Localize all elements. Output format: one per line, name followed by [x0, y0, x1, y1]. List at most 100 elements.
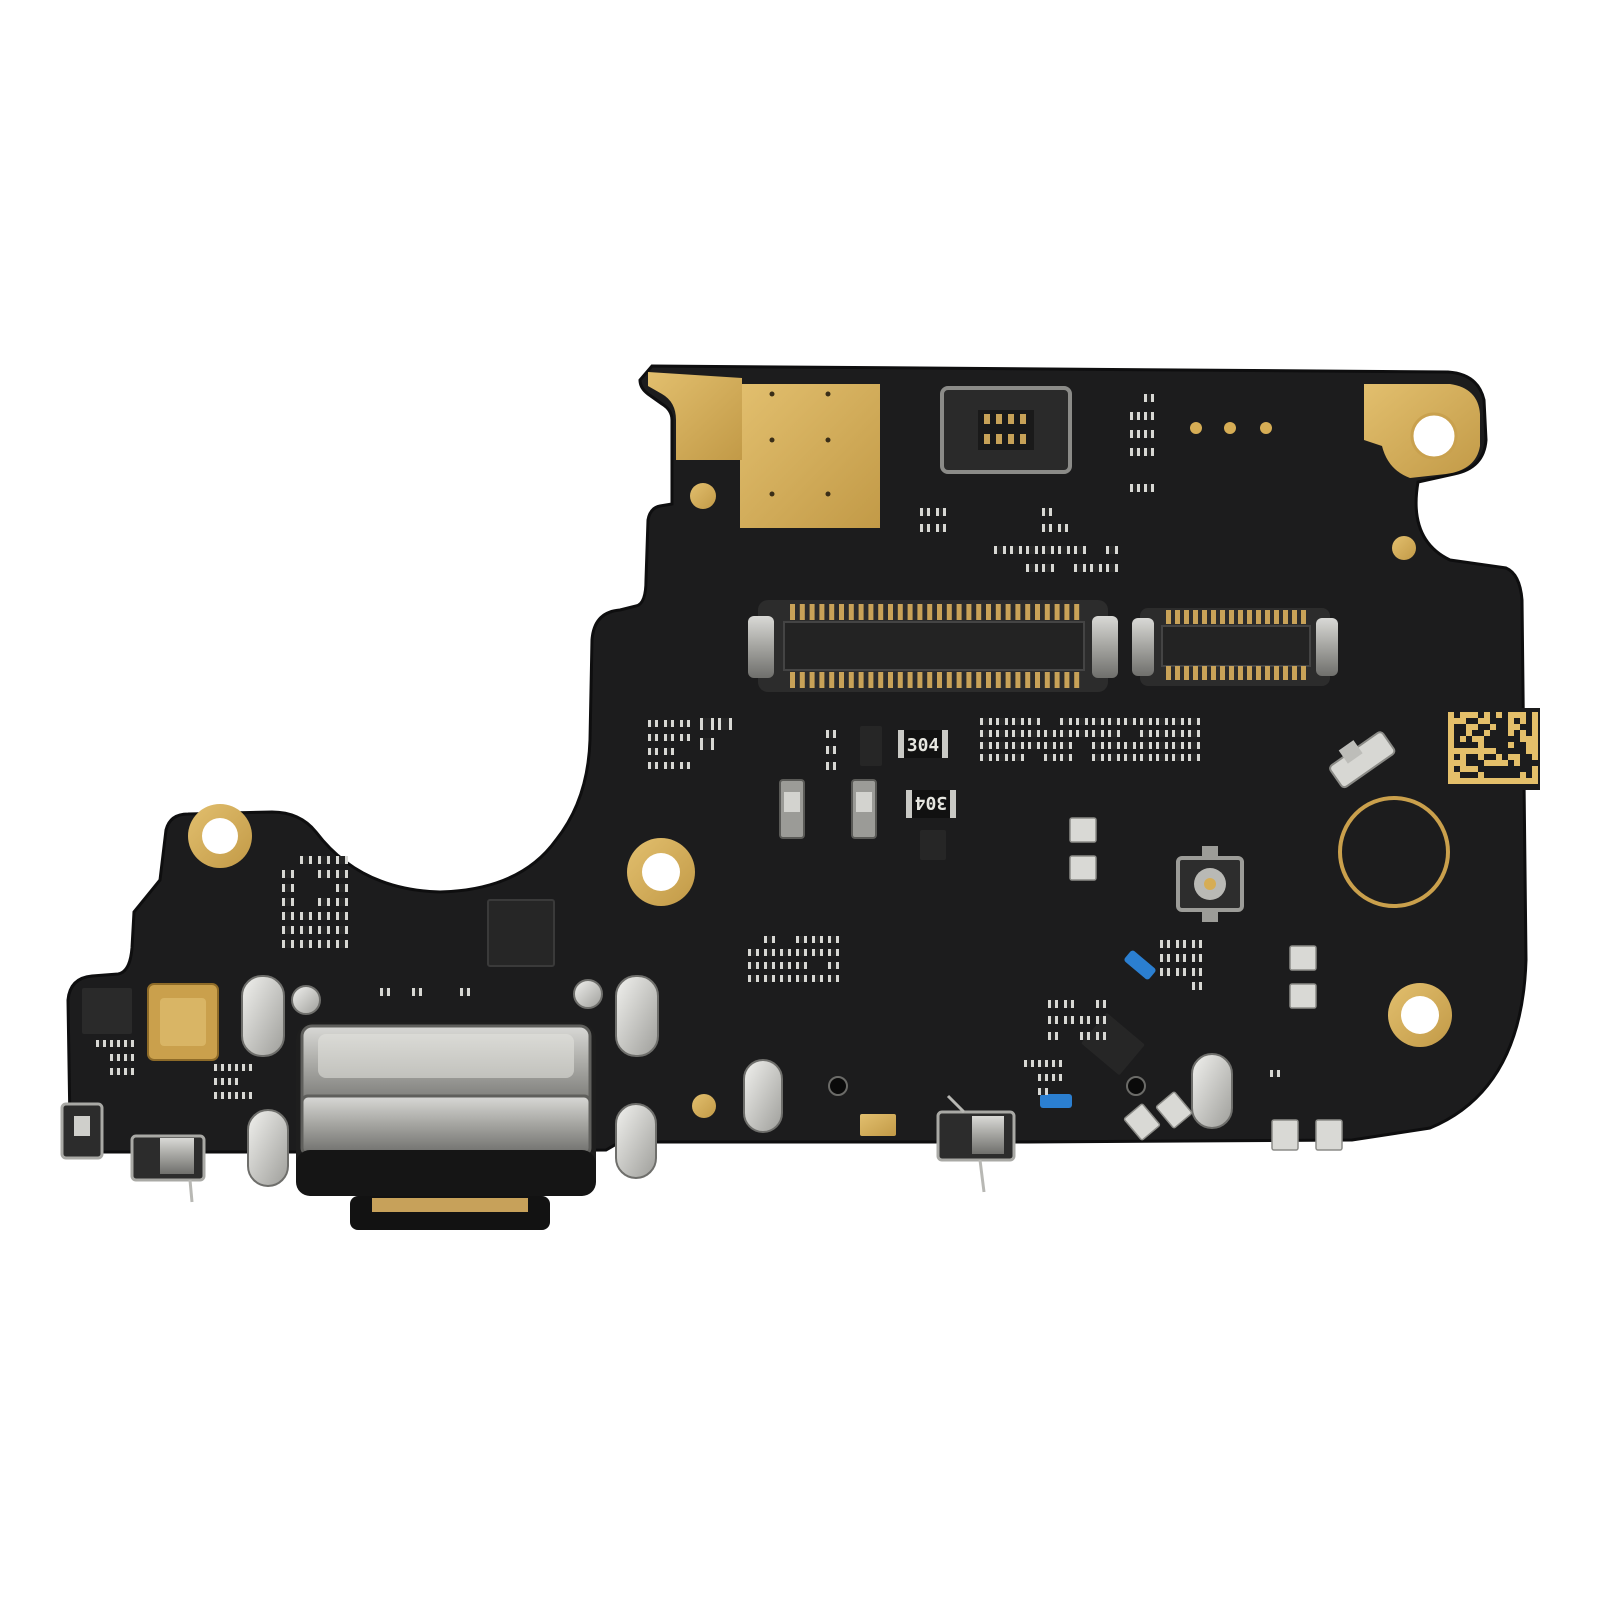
pcb-detail — [336, 856, 348, 864]
pcb-detail — [336, 940, 348, 948]
pcb-detail — [1514, 778, 1520, 784]
pcb-detail — [878, 672, 884, 688]
pcb-detail — [1005, 754, 1008, 761]
pcb-detail — [780, 975, 783, 982]
pcb-detail — [1044, 730, 1047, 737]
pcb-detail — [1292, 666, 1297, 680]
pcb-detail — [994, 546, 997, 554]
pcb-detail — [1074, 672, 1080, 688]
pcb-detail — [1229, 666, 1234, 680]
pcb-detail — [300, 912, 303, 920]
bottom-spring-contact — [936, 1094, 1016, 1193]
pcb-detail — [828, 936, 839, 943]
pcb-detail — [1172, 730, 1175, 737]
pcb-detail — [1042, 546, 1054, 554]
pcb-detail — [1460, 778, 1466, 784]
pcb-detail — [1071, 1016, 1074, 1024]
pcb-detail — [1176, 940, 1179, 948]
pcb-detail — [764, 949, 775, 956]
pcb-detail — [1005, 604, 1011, 620]
pcb-detail — [300, 856, 303, 864]
pcb-detail — [110, 1054, 120, 1061]
pcb-detail — [680, 720, 690, 727]
pcb-detail — [1176, 968, 1179, 976]
pcb-detail — [291, 926, 294, 934]
pcb-detail — [235, 1064, 238, 1071]
pcb-detail — [976, 672, 982, 688]
pcb-detail — [1092, 754, 1104, 761]
pcb-detail — [1108, 718, 1120, 725]
pcb-detail — [1012, 754, 1024, 761]
pcb-detail — [1076, 718, 1079, 725]
pcb-detail — [291, 940, 294, 948]
blue-capacitor-1 — [1124, 950, 1156, 980]
pcb-detail — [1220, 610, 1225, 624]
pcb-detail — [687, 762, 690, 769]
top-board-connector — [940, 386, 1072, 474]
pcb-detail — [927, 604, 933, 620]
pcb-detail — [1117, 730, 1120, 737]
pcb-detail — [1172, 742, 1184, 749]
pcb-detail — [995, 604, 1001, 620]
pcb-detail — [327, 940, 330, 948]
pcb-detail — [1060, 754, 1063, 761]
pcb-detail — [1103, 1032, 1106, 1040]
pcb-detail — [1532, 712, 1538, 718]
pcb-detail — [1055, 1016, 1058, 1024]
pcb-detail — [1188, 730, 1200, 737]
pcb-detail — [1508, 730, 1514, 736]
pcb-detail — [764, 962, 767, 969]
pcb-detail — [1175, 610, 1180, 624]
pcb-detail — [1049, 508, 1052, 516]
pcb-detail — [1058, 546, 1061, 554]
pcb-detail — [336, 940, 339, 948]
pcb-detail — [1140, 718, 1152, 725]
pcb-detail — [748, 975, 751, 982]
pcb-detail — [242, 1092, 252, 1099]
pcb-detail — [1108, 718, 1111, 725]
pcb-detail — [1448, 736, 1454, 742]
pcb-detail — [1130, 430, 1133, 438]
pcb-detail — [1193, 666, 1198, 680]
pcb-detail — [214, 1078, 224, 1085]
pcb-detail — [1188, 742, 1191, 749]
solder-blobs — [241, 975, 1233, 1187]
fpc-connector-small-pins — [1166, 610, 1306, 680]
pcb-detail — [1532, 736, 1538, 742]
pcb-detail — [1064, 1000, 1074, 1008]
pcb-detail — [1199, 954, 1202, 962]
pcb-detail — [1005, 718, 1008, 725]
pcb-detail — [1448, 760, 1454, 766]
pcb-detail — [1197, 718, 1200, 725]
pcb-detail — [829, 672, 835, 688]
pcb-detail — [1448, 754, 1454, 760]
pcb-detail — [836, 949, 839, 956]
pcb-detail — [680, 720, 683, 727]
pcb-detail — [1197, 742, 1200, 749]
pcb-detail — [826, 746, 836, 754]
pcb-detail — [282, 940, 294, 948]
pcb-detail — [1042, 524, 1052, 532]
pcb-detail — [1149, 730, 1152, 737]
pcb-detail — [1058, 524, 1061, 532]
pcb-detail — [764, 975, 767, 982]
pcb-detail — [648, 734, 651, 741]
pcb-detail — [1478, 742, 1484, 748]
pcb-detail — [989, 754, 992, 761]
pcb-detail — [1478, 772, 1484, 778]
pcb-detail — [927, 672, 933, 688]
pcb-detail — [1028, 730, 1040, 737]
pcb-detail — [1484, 748, 1490, 754]
pcb-detail — [1137, 448, 1140, 456]
pcb-detail — [1502, 760, 1508, 766]
gold-shield-pad-large — [740, 384, 880, 528]
pcb-detail — [648, 720, 651, 727]
pcb-detail — [380, 988, 383, 996]
pcb-detail — [1074, 546, 1086, 554]
pcb-detail — [1090, 564, 1102, 572]
pcb-detail — [1448, 724, 1454, 730]
pcb-detail — [282, 898, 285, 906]
pcb-detail — [1484, 712, 1490, 718]
pcb-detail — [1466, 766, 1472, 772]
pcb-detail — [336, 912, 348, 920]
